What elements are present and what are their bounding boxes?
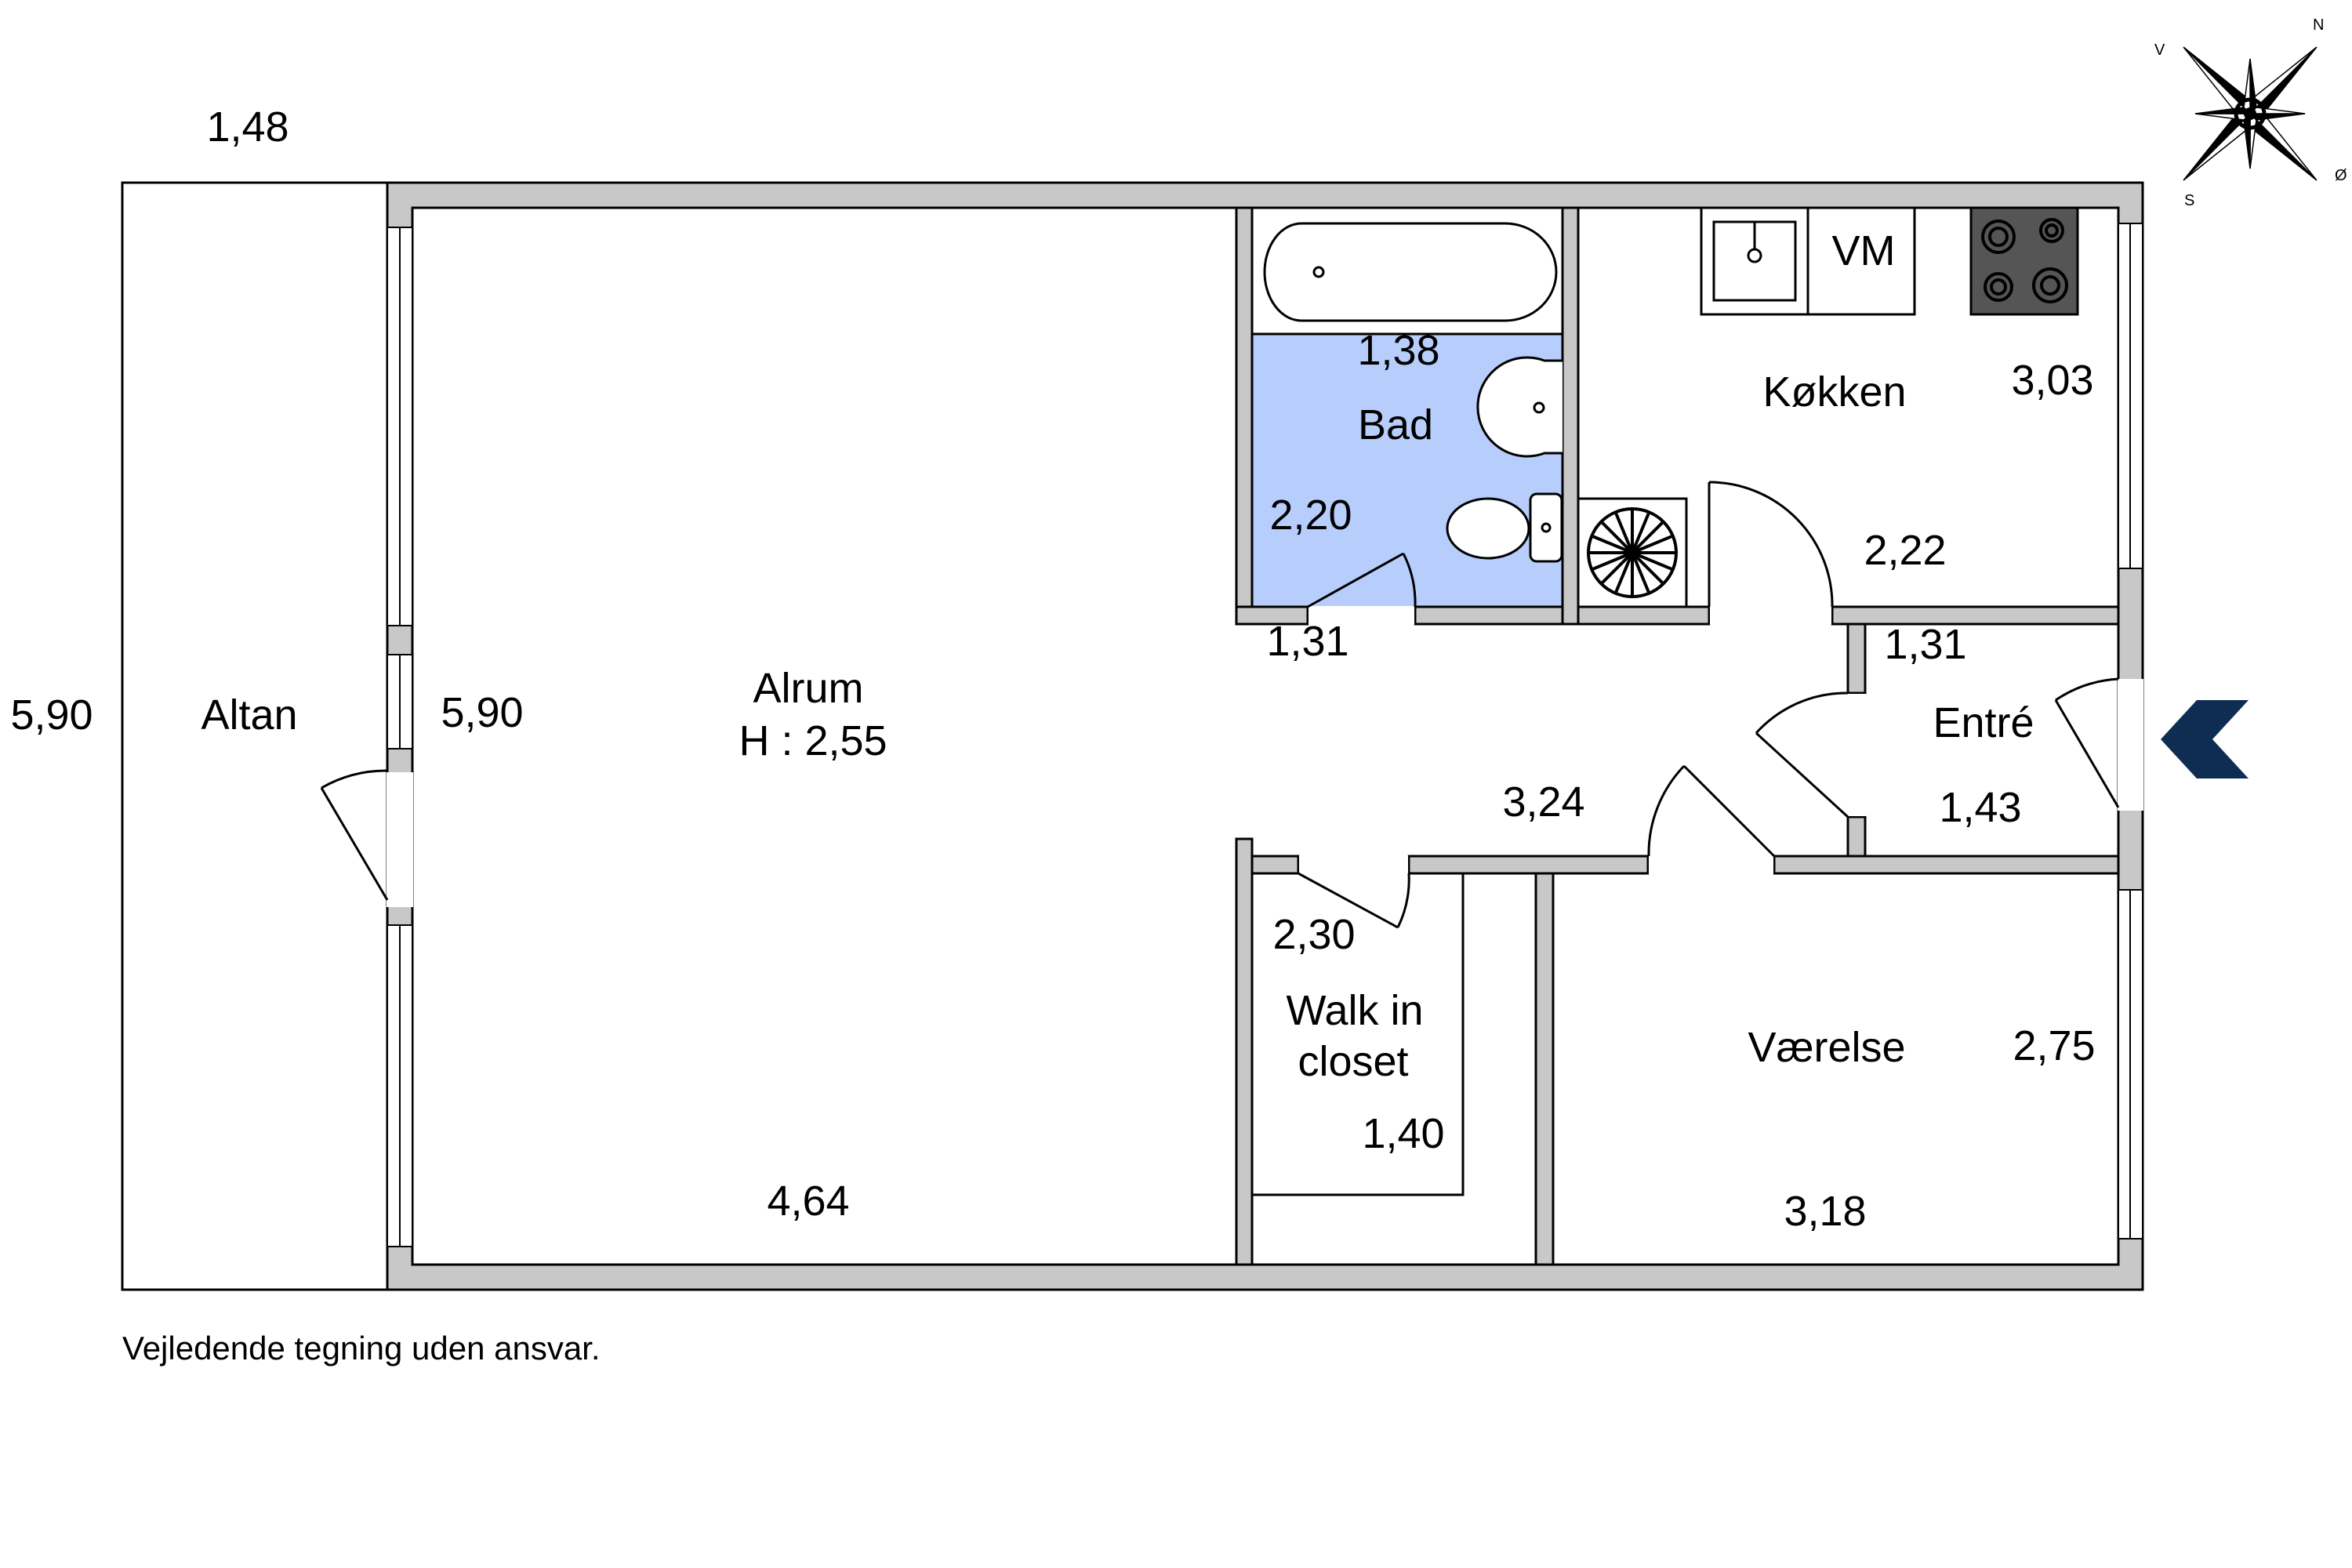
compass-south-label: S	[2184, 192, 2194, 209]
doors	[320, 481, 2143, 929]
bathtub	[1250, 206, 1564, 336]
kitchen-sink	[1700, 206, 1809, 316]
dim-closet-depth: 2,30	[1272, 911, 1355, 958]
room-label-closet-1: Walk in	[1286, 987, 1423, 1034]
room-label-kokken: Køkken	[1762, 368, 1906, 416]
room-label-altan: Altan	[201, 691, 297, 739]
dim-vaerelse-depth: 2,75	[2013, 1022, 2095, 1069]
dim-alrum-depth: 5,90	[441, 689, 523, 736]
room-label-alrum: Alrum	[753, 665, 863, 712]
dim-hall-width: 3,24	[1502, 779, 1584, 826]
room-label-entre: Entré	[1933, 699, 2034, 746]
dim-altan-width: 1,48	[206, 103, 289, 151]
boiler-unit	[1577, 497, 1688, 608]
dim-bad-depth: 2,20	[1269, 492, 1352, 539]
windows	[387, 223, 2143, 1247]
dim-altan-length: 5,90	[10, 691, 93, 739]
room-ceiling-height: H : 2,55	[739, 717, 887, 764]
dim-entre-depth: 1,43	[1939, 784, 2021, 831]
toilet	[1446, 492, 1563, 563]
sink-basin	[1476, 356, 1563, 458]
dim-bad-door: 1,31	[1266, 618, 1348, 665]
interior-walls	[1235, 206, 2120, 1266]
dim-entre-width: 1,31	[1884, 621, 1966, 668]
stove	[1969, 206, 2079, 316]
washing-machine	[1806, 206, 1916, 316]
dim-kokken-depth: 3,03	[2011, 357, 2093, 404]
compass-east-label: Ø	[2335, 167, 2347, 184]
closet-shelf	[1252, 873, 1465, 1196]
compass-rose-icon	[2183, 46, 2318, 181]
compass-north-label: N	[2313, 16, 2324, 34]
dim-alrum-width: 4,64	[767, 1178, 849, 1225]
dim-bad-width: 1,38	[1357, 327, 1439, 374]
appliance-label-vm: VM	[1832, 227, 1896, 274]
dim-closet-width: 1,40	[1362, 1110, 1444, 1157]
room-label-bad: Bad	[1358, 401, 1433, 448]
room-label-closet-2: closet	[1298, 1038, 1408, 1085]
entrance-arrow-icon	[2161, 700, 2249, 779]
dim-kokken-width: 2,22	[1864, 527, 1946, 574]
balcony-outline	[121, 181, 389, 1291]
room-label-vaerelse: Værelse	[1748, 1024, 1905, 1071]
dim-vaerelse-width: 3,18	[1784, 1188, 1866, 1235]
compass-west-label: V	[2154, 42, 2165, 59]
disclaimer-text: Vejledende tegning uden ansvar.	[122, 1330, 601, 1367]
